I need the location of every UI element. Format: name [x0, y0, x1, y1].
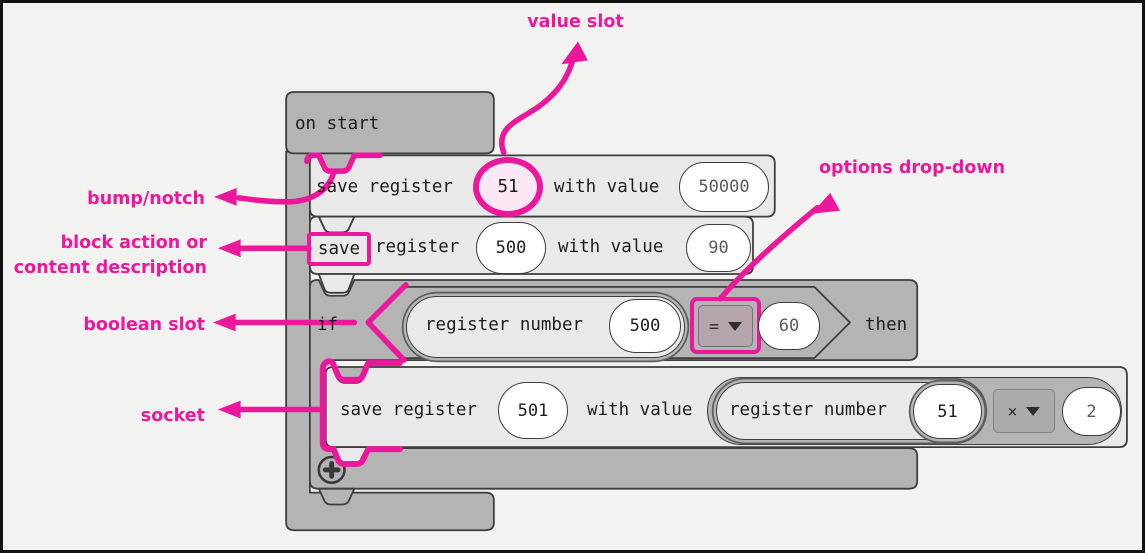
expression-operand-field[interactable]: 2: [1062, 387, 1121, 436]
nested-with-value-label: with value: [587, 400, 693, 420]
value-slot-arrow-curve: [499, 53, 577, 156]
on-start-container-frame[interactable]: [285, 150, 495, 532]
boolean-arrowhead: [212, 313, 236, 332]
bump-notch-arrowhead: [213, 187, 237, 206]
comparison-operator-dropdown[interactable]: =: [698, 305, 753, 347]
expression-reporter-label: register number: [729, 400, 888, 420]
notch-trace: [304, 152, 383, 174]
block-2-bump: [317, 273, 356, 294]
on-start-hat[interactable]: [285, 91, 495, 155]
block-action-label: block action or content description: [9, 231, 207, 282]
then-keyword: then: [865, 315, 908, 335]
options-arrow-curve: [717, 204, 821, 302]
chevron-down-icon: [1026, 406, 1041, 416]
block-action-highlight: save: [307, 232, 371, 266]
math-operator-value: ×: [1007, 401, 1018, 421]
condition-reporter-label: register number: [425, 315, 584, 335]
nested-action-label: save register: [340, 400, 477, 420]
options-dropdown-highlight: [690, 297, 761, 354]
condition-value-field[interactable]: 60: [758, 302, 820, 350]
annotation-strokes: [231, 53, 821, 467]
value-slot-label: value slot: [527, 12, 624, 32]
expression-register-field[interactable]: 51: [913, 384, 982, 439]
options-arrowhead: [811, 192, 841, 214]
socket-trace: [319, 358, 403, 467]
on-start-label: on start: [295, 114, 380, 134]
math-operator-dropdown[interactable]: ×: [993, 389, 1055, 433]
if-keyword: if: [317, 315, 339, 335]
annotation-arrowheads: [212, 41, 841, 419]
condition-register-field[interactable]: 500: [609, 299, 681, 353]
block2-with-value-label: with value: [558, 237, 664, 257]
bump-notch-label: bump/notch: [87, 189, 205, 209]
boolean-slot-label: boolean slot: [83, 315, 205, 335]
boolean-bracket: [365, 282, 409, 363]
comparison-operator-value: =: [709, 316, 719, 336]
block-action-label-line2: content description: [13, 258, 207, 279]
block1-value-field[interactable]: 50000: [679, 162, 769, 212]
block-action-arrowhead: [217, 239, 241, 258]
if-block-bump: [317, 487, 356, 506]
block2-register-field[interactable]: 500: [476, 222, 546, 274]
bump-notch-arrow-curve: [235, 170, 337, 205]
options-dropdown-label: options drop-down: [819, 158, 1006, 178]
block1-with-value-label: with value: [554, 177, 660, 197]
nested-register-field[interactable]: 501: [498, 382, 568, 439]
chevron-down-icon: [727, 321, 742, 331]
block-action-label-line1: block action or: [60, 233, 207, 253]
block2-action-label: save: [317, 239, 361, 259]
block1-register-field[interactable]: 51: [497, 177, 519, 197]
value-slot-arrowhead: [561, 41, 588, 65]
block2-register-label: register: [375, 237, 460, 257]
block2-value-field[interactable]: 90: [686, 224, 751, 272]
block1-action-label: save register: [316, 177, 453, 197]
socket-arrowhead: [217, 400, 241, 419]
socket-label: socket: [140, 406, 205, 426]
value-slot-highlight[interactable]: 51: [473, 157, 543, 217]
